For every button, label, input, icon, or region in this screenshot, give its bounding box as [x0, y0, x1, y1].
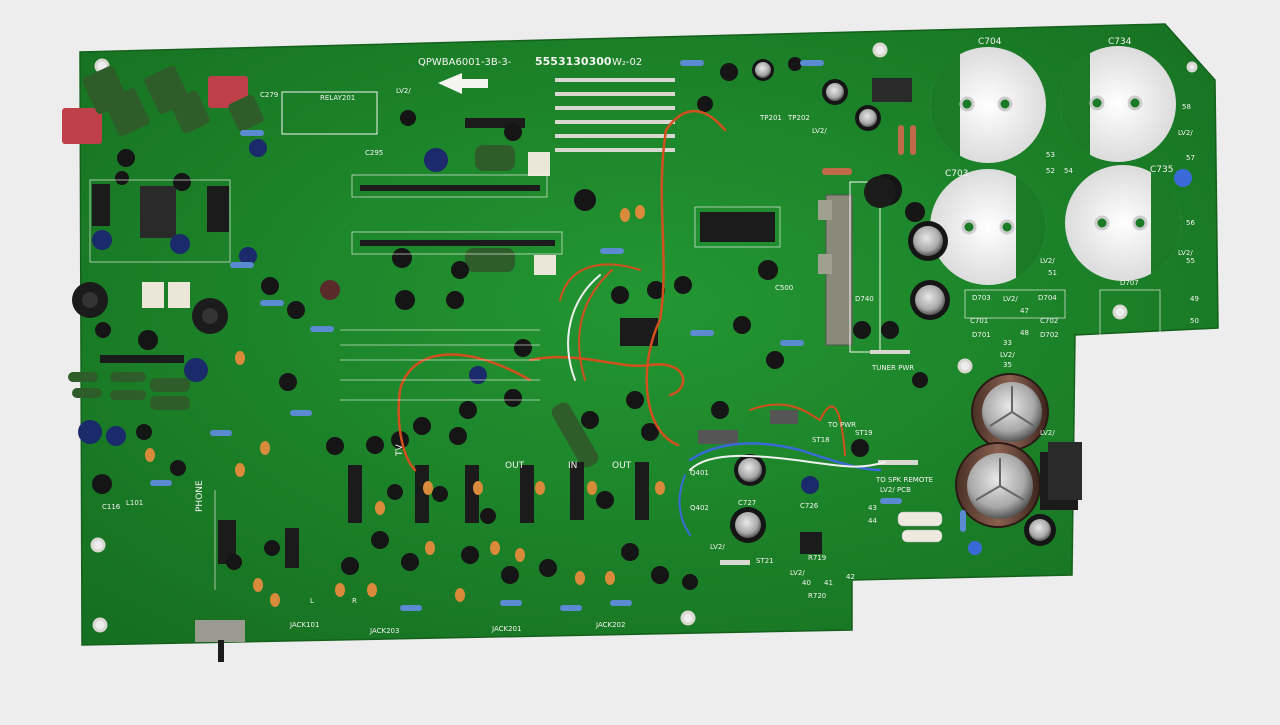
label-lv2-g: LV2/ [1040, 429, 1055, 437]
wires [397, 110, 886, 536]
label-pin-55: 55 [1186, 257, 1195, 265]
label-st19: ST19 [855, 429, 873, 437]
label-tp202: TP202 [788, 114, 810, 122]
label-pin-51: 51 [1048, 269, 1057, 277]
resistors [150, 60, 966, 611]
small-electrolytics [78, 57, 928, 590]
label-c279: C279 [260, 91, 279, 99]
left-film-capacitors [62, 66, 599, 468]
label-l: L [310, 597, 314, 605]
label-r719: R719 [808, 554, 827, 562]
label-d707: D707 [1120, 279, 1139, 287]
label-pin-47: 47 [1020, 307, 1029, 315]
label-lv2-i: LV2/ [710, 543, 725, 551]
label-c704: C704 [978, 37, 1002, 47]
label-d702: D702 [1040, 331, 1059, 339]
label-d704: D704 [1038, 294, 1057, 302]
label-to-spk-remote: TO SPK REMOTE [876, 476, 934, 484]
label-pin-41: 41 [824, 579, 833, 587]
label-out-1: OUT [505, 461, 525, 471]
silkscreen-traces [89, 174, 1161, 590]
label-phone: PHONE [195, 480, 205, 512]
label-lv2-e: LV2/ [1178, 129, 1193, 137]
label-c734: C734 [1108, 37, 1132, 47]
label-pin-56: 56 [1186, 219, 1195, 227]
mounting-holes [90, 42, 1198, 633]
label-c703: C703 [945, 169, 969, 179]
label-c726: C726 [800, 502, 819, 510]
label-lv2-pcb: LV2/ PCB [880, 486, 911, 494]
power-resistors [897, 511, 943, 543]
label-lv2-h: LV2/ [790, 569, 805, 577]
green-film-row [68, 372, 190, 410]
label-lv2-f: LV2/ [1178, 249, 1193, 257]
label-q401: Q401 [690, 469, 709, 477]
label-tv: TV [395, 444, 405, 456]
label-c701: C701 [970, 317, 989, 325]
ceramic-capacitors [145, 205, 665, 607]
label-c295: C295 [365, 149, 384, 157]
label-d703: D703 [972, 294, 991, 302]
label-q402: Q402 [690, 504, 709, 512]
label-jack203: JACK203 [370, 627, 400, 635]
label-r720: R720 [808, 592, 827, 600]
label-pin-43: 43 [868, 504, 877, 512]
board-revision: W₂-02 [612, 57, 643, 68]
label-c727: C727 [738, 499, 757, 507]
label-d701: D701 [972, 331, 991, 339]
inductors [72, 176, 896, 334]
label-to-pwr: TO PWR [828, 421, 857, 429]
white-connectors [142, 152, 556, 642]
heatsink-bracket [818, 181, 881, 353]
label-pin-33: 33 [1003, 339, 1012, 347]
label-pin-52: 52 [1046, 167, 1055, 175]
label-out-2: OUT [612, 461, 632, 471]
label-c702: C702 [1040, 317, 1059, 325]
board-part-number: QPWBA6001-3B-3- [418, 57, 512, 68]
label-in: IN [568, 461, 578, 471]
label-tp201: TP201 [760, 114, 782, 122]
board-serial: 5553130300 [535, 55, 612, 68]
label-c500: C500 [775, 284, 794, 292]
label-pin-48: 48 [1020, 329, 1029, 337]
main-filter-capacitors [955, 373, 1078, 546]
label-pin-42: 42 [846, 573, 855, 581]
label-l101: L101 [126, 499, 144, 507]
label-jack202: JACK202 [596, 621, 626, 629]
label-pin-49: 49 [1190, 295, 1199, 303]
label-lv2-d: LV2/ [1003, 295, 1018, 303]
label-pin-54: 54 [1064, 167, 1073, 175]
label-r: R [352, 597, 357, 605]
label-lv2-c: LV2/ [1040, 257, 1055, 265]
label-pin-35: 35 [1003, 361, 1012, 369]
pad-grids [555, 78, 918, 565]
label-jack101: JACK101 [290, 621, 320, 629]
label-c735: C735 [1150, 165, 1174, 175]
label-lv2-a: LV2/ [396, 87, 411, 95]
label-pin-44: 44 [868, 517, 877, 525]
relay-outline [281, 91, 378, 135]
label-jack201: JACK201 [492, 625, 522, 633]
label-pin-53: 53 [1046, 151, 1055, 159]
arrow-marking [438, 73, 488, 94]
label-d740: D740 [855, 295, 874, 303]
relay-label: RELAY201 [320, 94, 356, 102]
label-st18: ST18 [812, 436, 830, 444]
label-pin-40: 40 [802, 579, 811, 587]
label-pin-57: 57 [1186, 154, 1195, 162]
label-st21: ST21 [756, 557, 774, 565]
label-tuner-pwr: TUNER PWR [872, 364, 915, 372]
label-pin-58: 58 [1182, 103, 1191, 111]
label-pin-50: 50 [1190, 317, 1199, 325]
label-lv2-b: LV2/ [812, 127, 827, 135]
label-c116: C116 [102, 503, 121, 511]
label-lv2-j: LV2/ [1000, 351, 1015, 359]
large-capacitor-footprints [929, 46, 1182, 285]
switch-lever [218, 640, 224, 662]
